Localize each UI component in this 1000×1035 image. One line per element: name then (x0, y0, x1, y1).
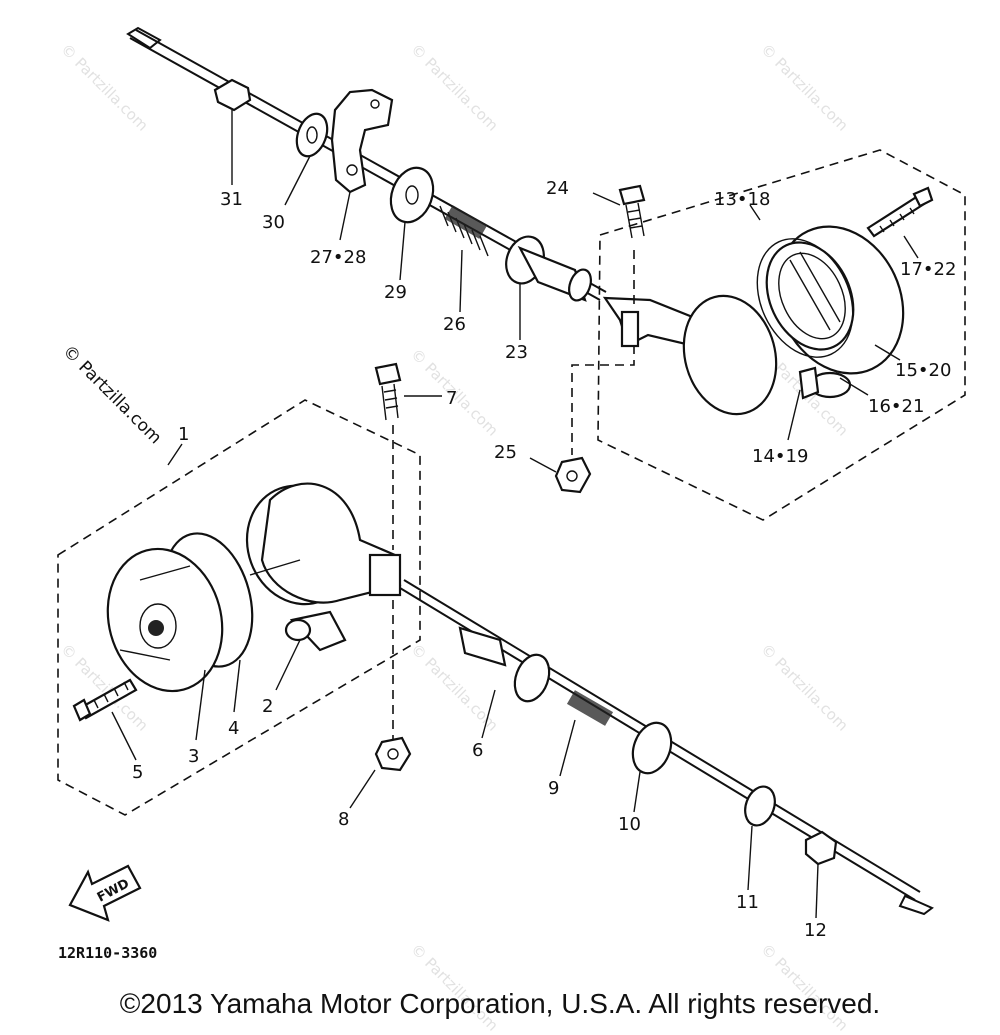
partzilla-stamp: © Partzilla.com (58, 341, 165, 448)
reference-code: 12R110-3360 (58, 944, 157, 962)
callout-3: 3 (188, 746, 199, 767)
callout-17-22: 17•22 (900, 259, 956, 280)
callout-29: 29 (384, 282, 407, 303)
callout-10: 10 (618, 814, 641, 835)
watermark: © Partzilla.com (407, 40, 502, 135)
callout-4: 4 (228, 718, 239, 739)
callout-25: 25 (494, 442, 517, 463)
callout-labels: 31 30 27•28 29 26 23 24 13•18 17•22 15•2… (58, 178, 956, 962)
watermark: © Partzilla.com (757, 640, 852, 735)
callout-1: 1 (178, 424, 189, 445)
callout-13-18: 13•18 (714, 189, 770, 210)
callout-7: 7 (446, 388, 457, 409)
lower-assembly (57, 362, 934, 919)
watermark: © Partzilla.com (757, 40, 852, 135)
callout-2: 2 (262, 696, 273, 717)
callout-6: 6 (472, 740, 483, 761)
callout-27-28: 27•28 (310, 247, 366, 268)
upper-assembly (126, 26, 966, 521)
watermark: © Partzilla.com (57, 40, 152, 135)
callout-31: 31 (220, 189, 243, 210)
callout-24: 24 (546, 178, 569, 199)
callout-12: 12 (804, 920, 827, 941)
callout-23: 23 (505, 342, 528, 363)
fwd-arrow-icon: FWD (68, 864, 142, 922)
callout-14-19: 14•19 (752, 446, 808, 467)
callout-8: 8 (338, 809, 349, 830)
copyright-notice: ©2013 Yamaha Motor Corporation, U.S.A. A… (119, 988, 881, 1019)
callout-5: 5 (132, 762, 143, 783)
callout-11: 11 (736, 892, 759, 913)
callout-30: 30 (262, 212, 285, 233)
callout-26: 26 (443, 314, 466, 335)
callout-15-20: 15•20 (895, 360, 951, 381)
callout-9: 9 (548, 778, 559, 799)
callout-16-21: 16•21 (868, 396, 924, 417)
